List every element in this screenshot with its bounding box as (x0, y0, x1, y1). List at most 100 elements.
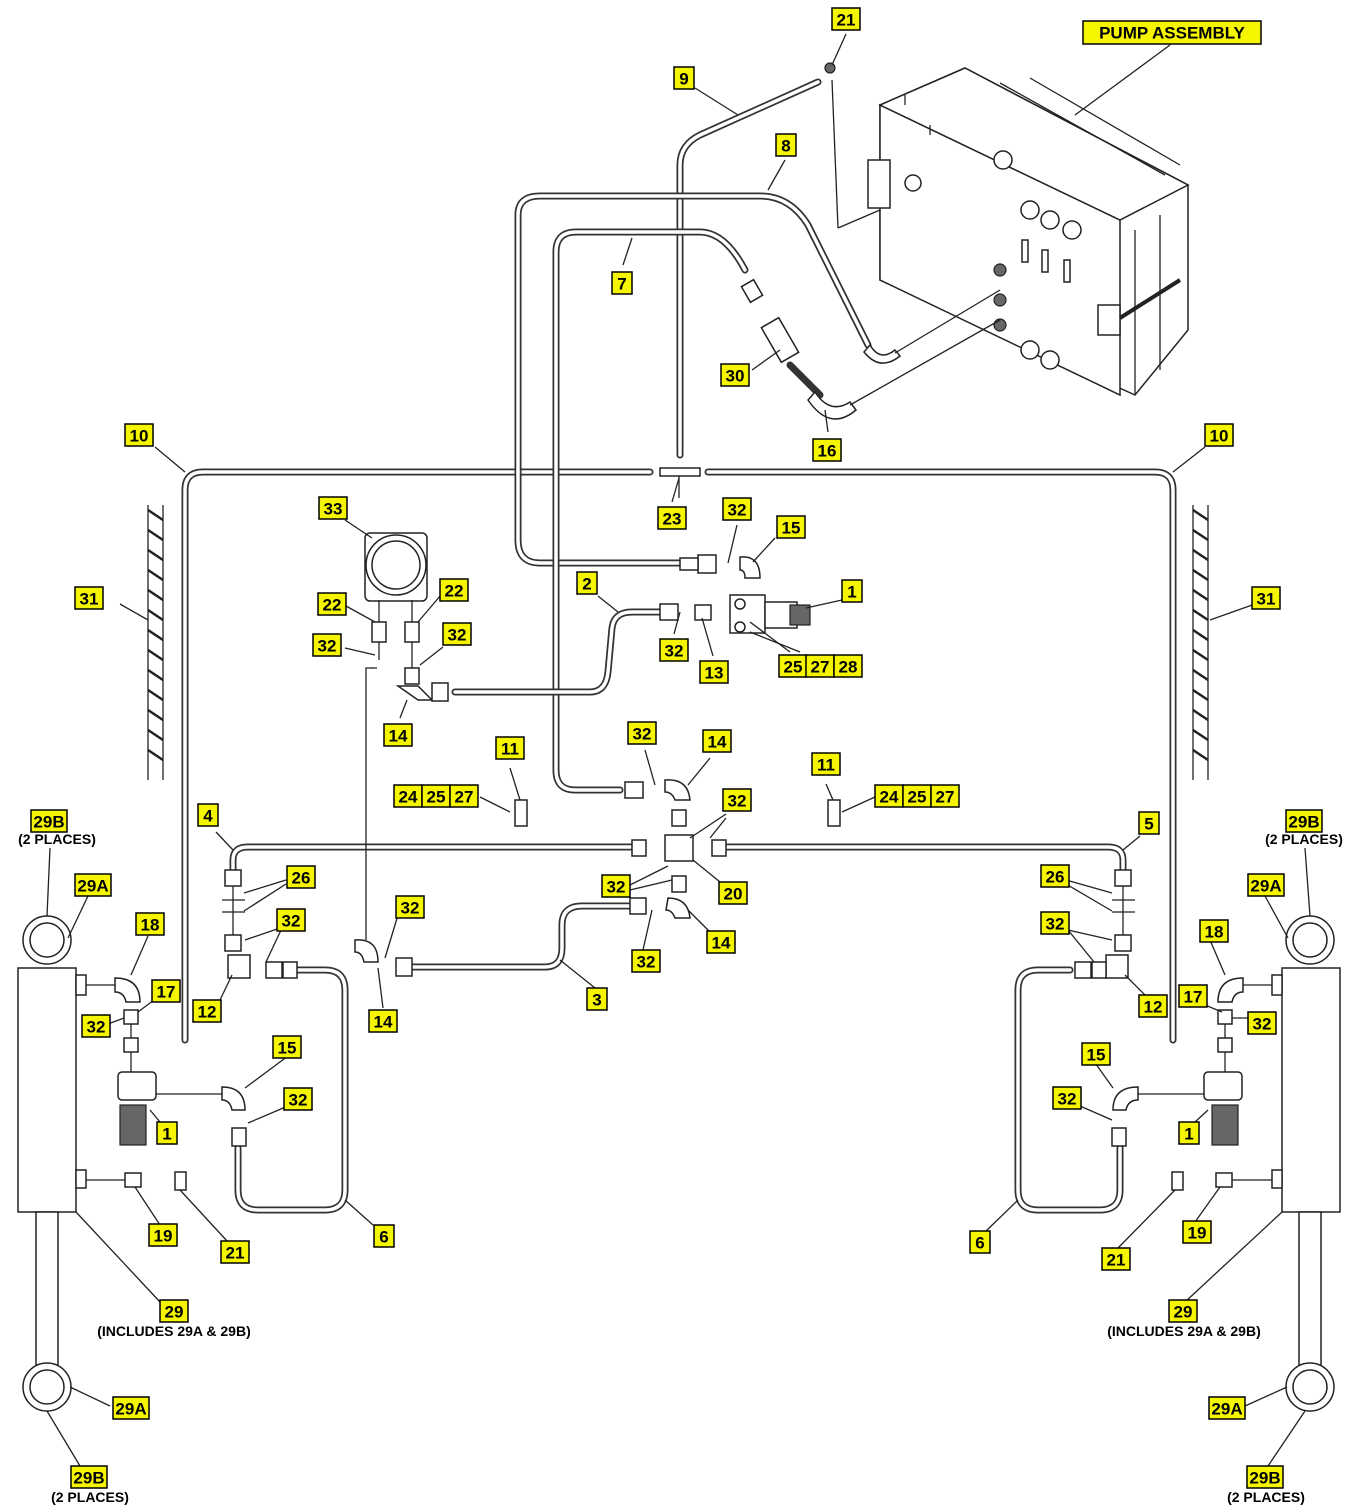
svg-text:19: 19 (1188, 1224, 1207, 1243)
callout-20: 20 (718, 881, 748, 905)
svg-text:32: 32 (607, 878, 626, 897)
callout-32: 32 (1040, 911, 1070, 935)
callout-8: 8 (775, 133, 797, 157)
line-gauge-return (365, 667, 372, 940)
tube-3 (406, 902, 634, 971)
pump-hose-fittings (740, 62, 1001, 420)
svg-text:21: 21 (1107, 1251, 1126, 1270)
callout-24: 24 (393, 784, 423, 808)
cylinder-right (1111, 915, 1341, 1412)
svg-text:32: 32 (87, 1018, 106, 1037)
callout-28: 28 (833, 654, 863, 678)
notes: (2 PLACES) (2 PLACES) (INCLUDES 29A & 29… (18, 831, 1343, 1505)
svg-text:29B: 29B (73, 1469, 104, 1488)
svg-text:26: 26 (292, 869, 311, 888)
callout-14: 14 (702, 729, 732, 753)
callout-1: 1 (1178, 1121, 1200, 1145)
callout-1: 1 (841, 579, 863, 603)
callout-24: 24 (874, 784, 904, 808)
callout-21: 21 (220, 1240, 250, 1264)
svg-text:14: 14 (708, 733, 727, 752)
pump-assembly (867, 67, 1190, 397)
callout-12: 12 (192, 999, 222, 1023)
callout-30: 30 (720, 363, 750, 387)
callout-19: 19 (1182, 1220, 1212, 1244)
svg-text:32: 32 (637, 953, 656, 972)
svg-text:15: 15 (782, 519, 801, 538)
callout-25: 25 (421, 784, 451, 808)
svg-text:11: 11 (817, 756, 835, 775)
svg-text:7: 7 (617, 275, 626, 294)
svg-text:14: 14 (389, 727, 408, 746)
svg-text:32: 32 (633, 725, 652, 744)
svg-text:29A: 29A (1211, 1400, 1242, 1419)
svg-text:32: 32 (289, 1091, 308, 1110)
callout-6: 6 (373, 1224, 395, 1248)
svg-text:17: 17 (157, 983, 176, 1002)
svg-text:32: 32 (401, 899, 420, 918)
svg-text:27: 27 (455, 788, 474, 807)
callout-32: 32 (395, 895, 425, 919)
tubes (181, 78, 1177, 1214)
callout-27: 27 (930, 784, 960, 808)
part-11-right (827, 799, 841, 827)
cross-fitting-20 (624, 467, 727, 919)
note-two-places: (2 PLACES) (1227, 1489, 1305, 1505)
svg-text:22: 22 (323, 596, 342, 615)
svg-text:32: 32 (665, 642, 684, 661)
callout-16: 16 (812, 438, 842, 462)
callout-29b: 29B (30, 809, 68, 833)
callout-22: 22 (317, 592, 347, 616)
callout-19: 19 (148, 1223, 178, 1247)
svg-text:12: 12 (1144, 998, 1163, 1017)
svg-text:1: 1 (847, 583, 856, 602)
svg-text:24: 24 (399, 788, 418, 807)
svg-text:27: 27 (936, 788, 955, 807)
callout-15: 15 (776, 515, 806, 539)
callout-32: 32 (283, 1087, 313, 1111)
svg-text:14: 14 (374, 1013, 393, 1032)
tube-8 (514, 192, 872, 567)
misc-elbows (222, 799, 1135, 979)
callout-32: 32 (631, 949, 661, 973)
note-includes: (INCLUDES 29A & 29B) (97, 1323, 251, 1339)
callout-17: 17 (151, 979, 181, 1003)
svg-text:29A: 29A (77, 877, 108, 896)
callout-1: 1 (156, 1121, 178, 1145)
callout-29: 29 (1168, 1299, 1198, 1323)
callout-5: 5 (1138, 811, 1160, 835)
callout-15: 15 (272, 1035, 302, 1059)
callout-17: 17 (1178, 984, 1208, 1008)
pump-assembly-title: PUMP ASSEMBLY (1082, 20, 1262, 45)
svg-text:29: 29 (1174, 1303, 1193, 1322)
callout-32: 32 (659, 638, 689, 662)
callout-32: 32 (1247, 1011, 1277, 1035)
callout-14: 14 (383, 723, 413, 747)
svg-text:31: 31 (1257, 590, 1276, 609)
callout-6: 6 (969, 1230, 991, 1254)
svg-text:32: 32 (318, 637, 337, 656)
callout-4: 4 (197, 803, 219, 827)
callout-27: 27 (805, 654, 835, 678)
tube-9 (676, 78, 822, 459)
svg-text:32: 32 (1058, 1090, 1077, 1109)
callout-26: 26 (1040, 864, 1070, 888)
svg-text:9: 9 (679, 70, 688, 89)
svg-text:31: 31 (80, 590, 99, 609)
callout-2: 2 (576, 571, 598, 595)
callout-29b: 29B (1285, 809, 1323, 833)
svg-text:24: 24 (880, 788, 899, 807)
svg-text:PUMP ASSEMBLY: PUMP ASSEMBLY (1099, 24, 1245, 43)
callout-29: 29 (159, 1299, 189, 1323)
svg-text:29B: 29B (33, 813, 64, 832)
svg-text:29B: 29B (1288, 813, 1319, 832)
svg-text:4: 4 (203, 807, 213, 826)
callout-21: 21 (1101, 1247, 1131, 1271)
elbow-15-top (739, 556, 761, 579)
callout-10: 10 (124, 423, 154, 447)
svg-text:12: 12 (198, 1003, 217, 1022)
part-16 (807, 390, 858, 420)
svg-text:32: 32 (1046, 915, 1065, 934)
